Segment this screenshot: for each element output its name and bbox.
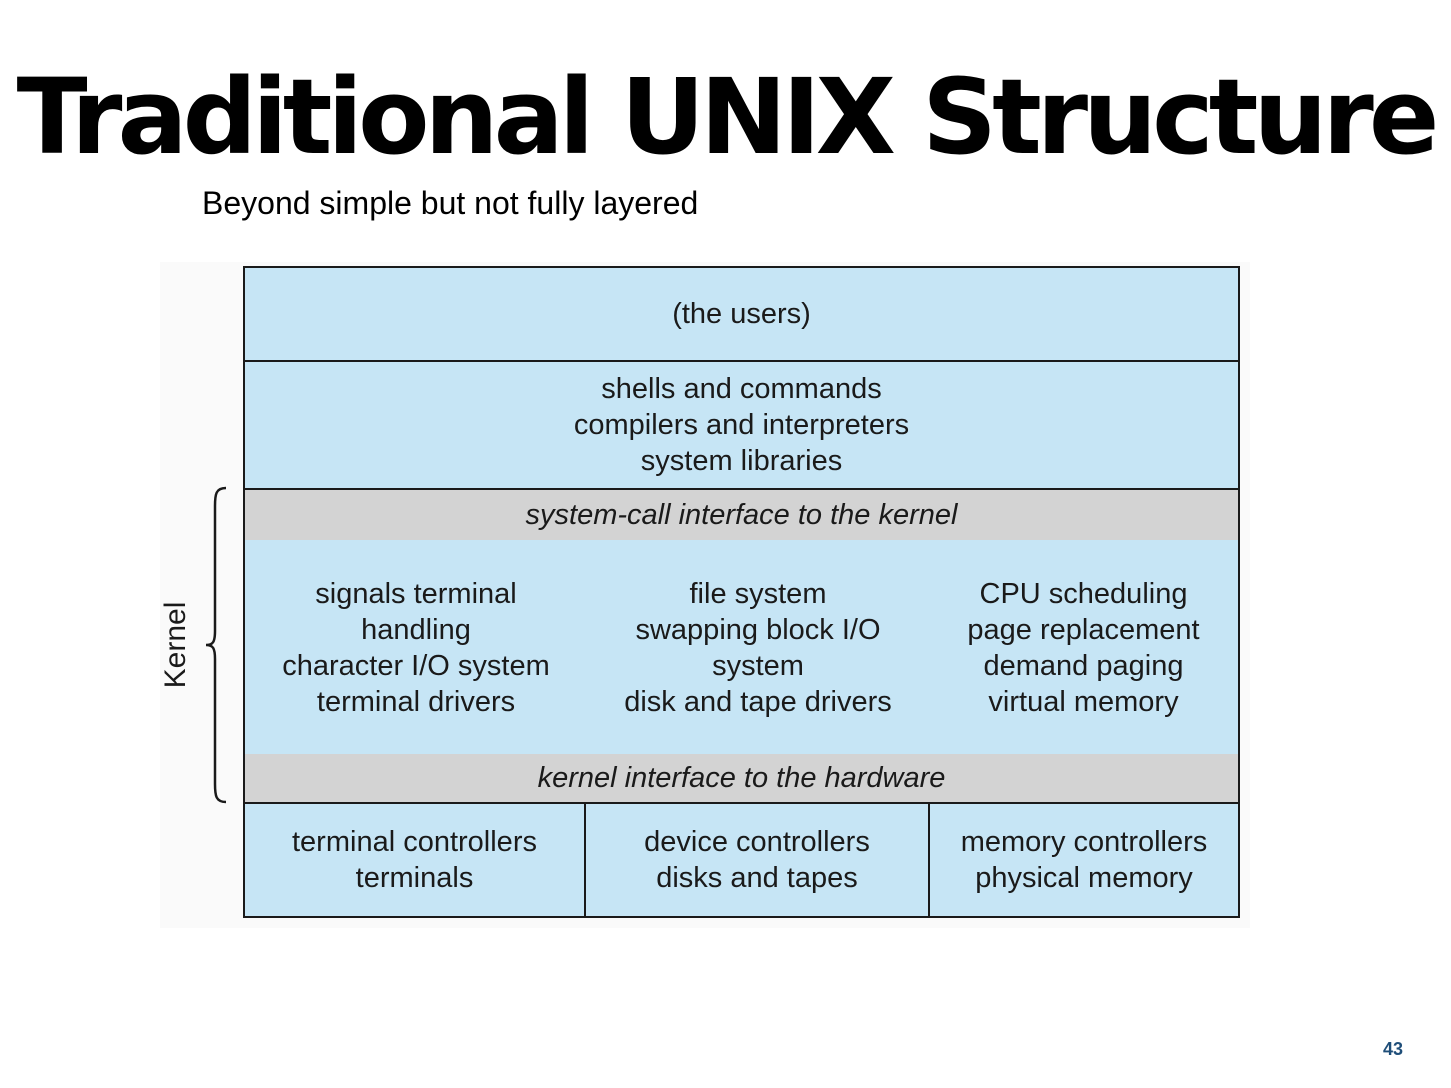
- kernel-column-line: CPU scheduling: [979, 578, 1188, 610]
- controller-column-terminal: terminal controllers terminals: [245, 804, 586, 916]
- controller-column-memory: memory controllers physical memory: [930, 804, 1238, 916]
- page-number: 43: [1382, 1039, 1403, 1059]
- controller-column-line: disks and tapes: [656, 862, 858, 894]
- kernel-column-line: disk and tape drivers: [624, 686, 892, 718]
- kernel-column-terminal: signals terminal handling character I/O …: [245, 540, 587, 754]
- shells-layer-line: shells and commands: [601, 373, 882, 405]
- hardware-interface-layer: kernel interface to the hardware: [245, 754, 1238, 804]
- hardware-interface-label: kernel interface to the hardware: [537, 762, 946, 794]
- shells-layer-line: compilers and interpreters: [573, 409, 910, 441]
- kernel-column-line: system: [712, 650, 804, 682]
- kernel-column-line: handling: [361, 614, 471, 646]
- users-layer: (the users): [245, 268, 1238, 362]
- kernel-column-filesystem: file system swapping block I/O system di…: [587, 540, 929, 754]
- controller-column-device: device controllers disks and tapes: [586, 804, 930, 916]
- slide-title: Traditional UNIX Structure: [16, 56, 1440, 178]
- shells-layer-line: system libraries: [640, 445, 843, 477]
- kernel-brace-icon: [205, 486, 227, 804]
- kernel-column-line: file system: [689, 578, 827, 610]
- users-layer-label: (the users): [672, 298, 811, 330]
- shells-layer: shells and commands compilers and interp…: [245, 362, 1238, 490]
- kernel-column-line: terminal drivers: [316, 686, 516, 718]
- controller-column-line: terminal controllers: [292, 826, 537, 858]
- kernel-services-layer: signals terminal handling character I/O …: [245, 540, 1238, 754]
- syscall-interface-label: system-call interface to the kernel: [525, 499, 958, 531]
- kernel-column-line: virtual memory: [988, 686, 1179, 718]
- kernel-column-memory: CPU scheduling page replacement demand p…: [929, 540, 1238, 754]
- syscall-interface-layer: system-call interface to the kernel: [245, 490, 1238, 540]
- kernel-column-line: demand paging: [983, 650, 1184, 682]
- controllers-layer: terminal controllers terminals device co…: [245, 804, 1238, 916]
- controller-column-line: terminals: [355, 862, 474, 894]
- controller-column-line: physical memory: [975, 862, 1193, 894]
- slide-subtitle: Beyond simple but not fully layered: [202, 185, 699, 221]
- controller-column-line: memory controllers: [960, 826, 1208, 858]
- kernel-label: Kernel: [159, 601, 192, 689]
- kernel-column-line: page replacement: [967, 614, 1200, 646]
- kernel-column-line: swapping block I/O: [635, 614, 881, 646]
- controller-column-line: device controllers: [644, 826, 870, 858]
- unix-structure-diagram: (the users) shells and commands compiler…: [243, 266, 1240, 918]
- kernel-column-line: signals terminal: [315, 578, 517, 610]
- kernel-column-line: character I/O system: [282, 650, 550, 682]
